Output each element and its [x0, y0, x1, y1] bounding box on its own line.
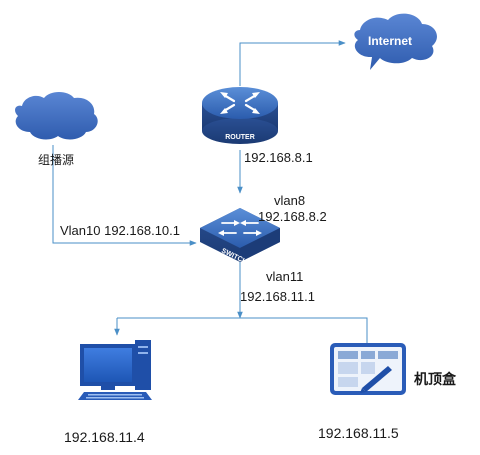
pc-ip-label: 192.168.11.4 [64, 429, 145, 445]
switch-icon: SWITCH [200, 208, 280, 266]
vlan8-label: vlan8 [274, 193, 305, 208]
desktop-computer-icon [78, 340, 152, 400]
router-icon: ROUTER [202, 87, 278, 144]
router-tag-label: ROUTER [225, 134, 255, 141]
connections [52, 40, 368, 343]
multicast-source-label: 组播源 [38, 153, 74, 167]
internet-label: Internet [368, 34, 412, 48]
router-internet-link [239, 40, 346, 86]
distribution-bus [117, 317, 368, 343]
set-top-box-icon [330, 343, 406, 395]
vlan8-ip-label: 192.168.8.2 [258, 209, 327, 224]
internet-cloud-icon: Internet [354, 13, 437, 70]
stb-ip-label: 192.168.11.5 [318, 425, 399, 441]
set-top-box-label: 机顶盒 [414, 371, 457, 388]
router-ip-label: 192.168.8.1 [244, 150, 313, 165]
vlan10-label: Vlan10 192.168.10.1 [60, 223, 180, 238]
multicast-source-cloud-icon [15, 92, 98, 140]
vlan11-label: vlan11 [266, 269, 303, 284]
vlan11-ip-label: 192.168.11.1 [240, 289, 315, 304]
source-switch-link [52, 145, 197, 246]
